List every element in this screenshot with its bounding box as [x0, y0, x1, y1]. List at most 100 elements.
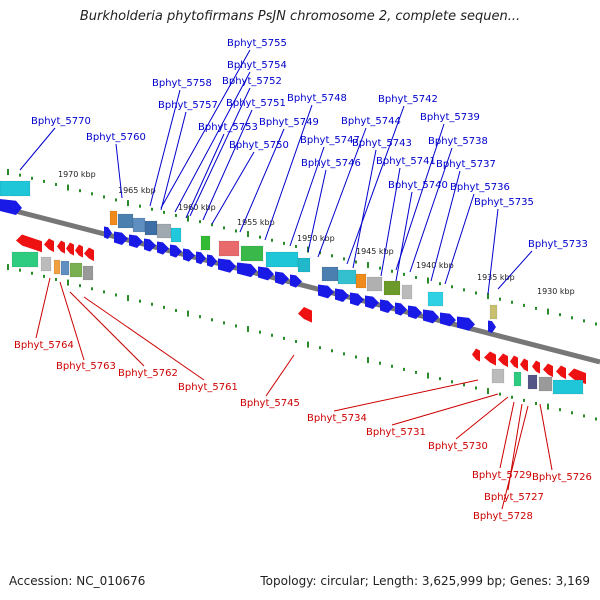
domain-box[interactable]	[321, 266, 339, 282]
domain-box[interactable]	[170, 227, 182, 243]
domain-box[interactable]	[337, 269, 357, 285]
gene-arrow-plus[interactable]	[423, 309, 439, 324]
gene-arrow-minus[interactable]	[556, 365, 566, 380]
gene-label-plus[interactable]: Bphyt_5746	[301, 158, 361, 169]
domain-box[interactable]	[0, 180, 31, 197]
domain-box[interactable]	[355, 273, 367, 289]
gene-label-plus[interactable]: Bphyt_5770	[31, 116, 91, 127]
gene-arrow-plus[interactable]	[457, 316, 475, 331]
domain-box[interactable]	[60, 260, 70, 276]
gene-arrow-minus[interactable]	[298, 307, 312, 323]
gene-arrow-minus[interactable]	[484, 351, 496, 366]
gene-arrow-plus[interactable]	[157, 241, 169, 255]
gene-arrow-minus[interactable]	[75, 244, 83, 258]
gene-arrow-minus[interactable]	[84, 247, 94, 262]
gene-arrow-plus[interactable]	[258, 266, 274, 281]
gene-label-minus[interactable]: Bphyt_5730	[428, 441, 488, 452]
gene-arrow-minus[interactable]	[543, 363, 553, 378]
gene-label-plus[interactable]: Bphyt_5741	[376, 156, 436, 167]
gene-label-minus[interactable]: Bphyt_5763	[56, 361, 116, 372]
gene-arrow-plus[interactable]	[275, 271, 289, 286]
gene-arrow-minus[interactable]	[44, 238, 54, 253]
domain-box[interactable]	[11, 251, 39, 268]
gene-label-plus[interactable]: Bphyt_5733	[528, 239, 588, 250]
gene-label-plus[interactable]: Bphyt_5752	[222, 76, 282, 87]
gene-arrow-plus[interactable]	[144, 238, 156, 252]
gene-label-plus[interactable]: Bphyt_5751	[226, 98, 286, 109]
gene-label-plus[interactable]: Bphyt_5754	[227, 60, 287, 71]
domain-box[interactable]	[218, 240, 240, 257]
domain-box[interactable]	[527, 374, 538, 390]
gene-arrow-plus[interactable]	[440, 312, 456, 327]
gene-arrow-minus[interactable]	[66, 242, 74, 256]
gene-label-plus[interactable]: Bphyt_5748	[287, 93, 347, 104]
gene-label-minus[interactable]: Bphyt_5764	[14, 340, 74, 351]
gene-arrow-minus[interactable]	[57, 240, 65, 254]
domain-box[interactable]	[117, 213, 134, 229]
gene-arrow-plus[interactable]	[365, 295, 379, 310]
gene-label-plus[interactable]: Bphyt_5735	[474, 197, 534, 208]
gene-label-plus[interactable]: Bphyt_5744	[341, 116, 401, 127]
domain-box[interactable]	[156, 223, 172, 239]
gene-label-plus[interactable]: Bphyt_5757	[158, 100, 218, 111]
gene-arrow-minus[interactable]	[520, 358, 528, 372]
gene-label-plus[interactable]: Bphyt_5739	[420, 112, 480, 123]
gene-arrow-plus[interactable]	[318, 284, 334, 299]
domain-box[interactable]	[401, 284, 413, 300]
gene-label-plus[interactable]: Bphyt_5755	[227, 38, 287, 49]
gene-label-plus[interactable]: Bphyt_5753	[198, 122, 258, 133]
gene-arrow-plus[interactable]	[395, 302, 407, 316]
gene-label-minus[interactable]: Bphyt_5761	[178, 382, 238, 393]
gene-label-plus[interactable]: Bphyt_5749	[259, 117, 319, 128]
domain-box[interactable]	[240, 245, 264, 262]
gene-arrow-minus[interactable]	[498, 353, 508, 368]
domain-box[interactable]	[144, 220, 158, 236]
domain-box[interactable]	[40, 256, 52, 272]
gene-arrow-plus[interactable]	[488, 320, 496, 333]
gene-arrow-plus[interactable]	[237, 262, 257, 278]
domain-box[interactable]	[69, 262, 83, 278]
gene-arrow-minus[interactable]	[510, 355, 518, 369]
domain-box[interactable]	[538, 376, 553, 392]
gene-arrow-minus[interactable]	[532, 360, 540, 374]
domain-box[interactable]	[383, 280, 401, 296]
gene-arrow-plus[interactable]	[114, 231, 128, 246]
gene-arrow-plus[interactable]	[196, 251, 206, 265]
gene-label-minus[interactable]: Bphyt_5731	[366, 427, 426, 438]
domain-box[interactable]	[132, 217, 146, 233]
domain-box[interactable]	[200, 235, 211, 251]
gene-label-plus[interactable]: Bphyt_5743	[352, 138, 412, 149]
domain-box[interactable]	[297, 257, 311, 273]
gene-label-minus[interactable]: Bphyt_5727	[484, 492, 544, 503]
gene-label-plus[interactable]: Bphyt_5738	[428, 136, 488, 147]
domain-box[interactable]	[489, 304, 498, 320]
gene-label-plus[interactable]: Bphyt_5737	[436, 159, 496, 170]
gene-arrow-plus[interactable]	[350, 292, 364, 307]
gene-arrow-plus[interactable]	[104, 226, 112, 239]
gene-label-minus[interactable]: Bphyt_5728	[473, 511, 533, 522]
gene-arrow-plus[interactable]	[170, 244, 182, 258]
gene-label-minus[interactable]: Bphyt_5745	[240, 398, 300, 409]
domain-box[interactable]	[427, 291, 444, 307]
gene-arrow-minus[interactable]	[472, 348, 480, 362]
gene-label-minus[interactable]: Bphyt_5762	[118, 368, 178, 379]
domain-box[interactable]	[109, 210, 118, 226]
gene-label-minus[interactable]: Bphyt_5726	[532, 472, 592, 483]
gene-arrow-plus[interactable]	[290, 274, 302, 288]
gene-arrow-plus[interactable]	[380, 299, 394, 314]
gene-arrow-plus[interactable]	[0, 199, 22, 215]
gene-arrow-plus[interactable]	[218, 258, 236, 273]
gene-label-plus[interactable]: Bphyt_5758	[152, 78, 212, 89]
gene-arrow-plus[interactable]	[408, 305, 422, 320]
gene-arrow-minus[interactable]	[16, 234, 42, 253]
domain-box[interactable]	[491, 368, 505, 384]
domain-box[interactable]	[552, 379, 584, 395]
gene-label-plus[interactable]: Bphyt_5760	[86, 132, 146, 143]
gene-arrow-plus[interactable]	[183, 248, 195, 262]
domain-box[interactable]	[265, 251, 299, 268]
domain-box[interactable]	[366, 276, 383, 292]
gene-label-plus[interactable]: Bphyt_5742	[378, 94, 438, 105]
gene-label-plus[interactable]: Bphyt_5740	[388, 180, 448, 191]
gene-arrow-plus[interactable]	[335, 288, 349, 303]
gene-arrow-plus[interactable]	[129, 234, 143, 249]
